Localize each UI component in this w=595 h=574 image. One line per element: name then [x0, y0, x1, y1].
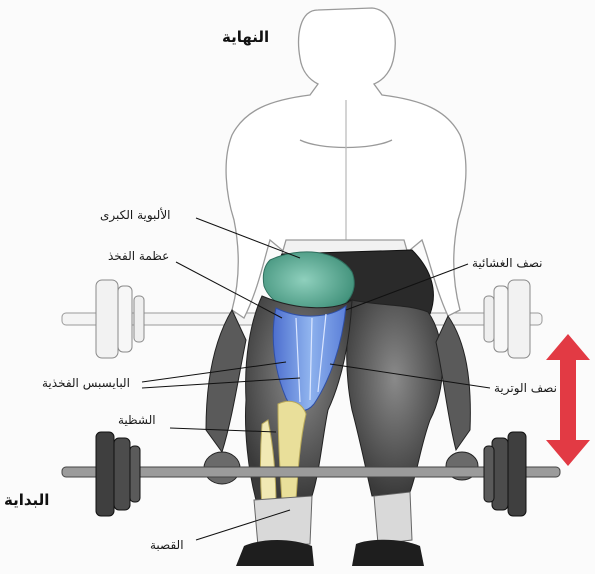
tibia-label: القصبة — [150, 538, 184, 552]
fibula-label: الشظية — [118, 413, 156, 427]
up-down-arrow-icon — [546, 334, 590, 466]
right-leg — [347, 300, 443, 566]
semimembranosus-label: نصف الغشائية — [472, 256, 543, 270]
biceps-femoris-label: البايسبس الفخذية — [42, 376, 130, 390]
finish-label: النهاية — [222, 30, 269, 44]
femur-label: عظمة الفخذ — [108, 249, 169, 263]
semitendinosus-label: نصف الوترية — [494, 381, 557, 395]
gluteus-maximus-label: الألبوية الكبرى — [100, 208, 171, 222]
start-label: البداية — [4, 493, 49, 507]
